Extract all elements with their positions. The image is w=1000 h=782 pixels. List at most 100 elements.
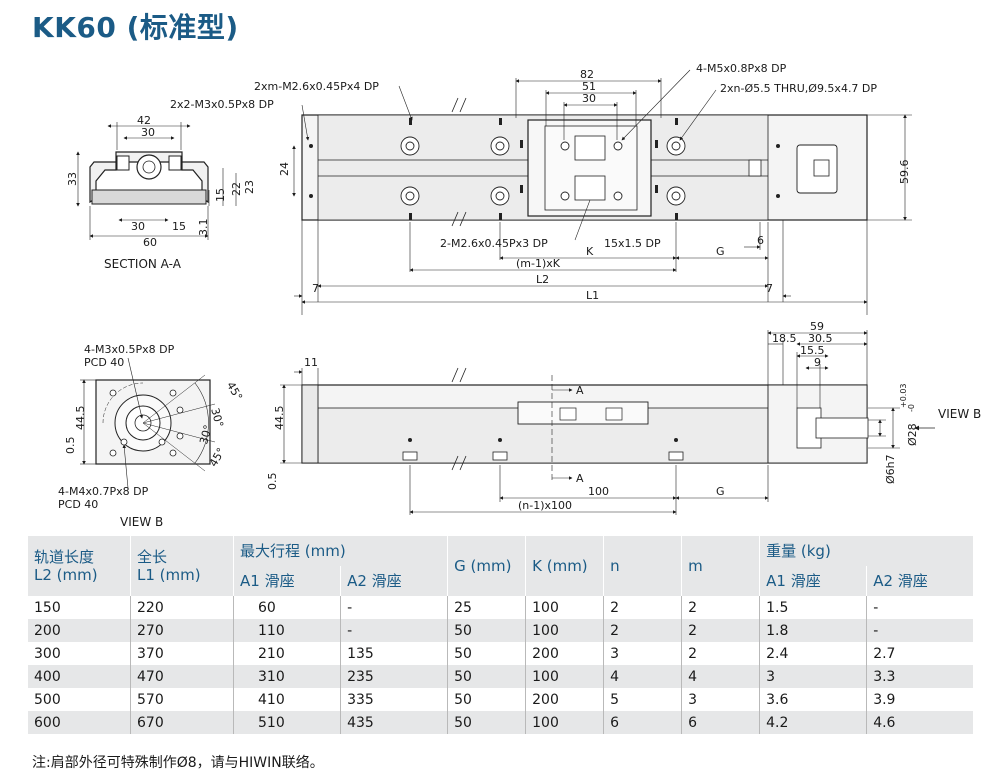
table-cell: 3.9 bbox=[866, 688, 973, 711]
table-cell: 3.3 bbox=[866, 665, 973, 688]
dim-n-1-100: (n-1)x100 bbox=[518, 499, 572, 512]
dim-11: 11 bbox=[304, 356, 318, 369]
table-cell: 200 bbox=[28, 619, 131, 642]
dim-l1: L1 bbox=[586, 289, 599, 302]
table-cell: 210 bbox=[232, 642, 341, 665]
callout-end-m3: 4-M3x0.5Px8 DP bbox=[84, 343, 175, 356]
header-n: n bbox=[603, 536, 682, 596]
table-cell: 335 bbox=[340, 688, 448, 711]
dim-g-top: G bbox=[716, 245, 725, 258]
table-cell: 200 bbox=[525, 642, 604, 665]
table-cell: 2 bbox=[603, 619, 682, 642]
table-cell: 570 bbox=[130, 688, 234, 711]
footnote: 注:肩部外径可特殊制作Ø8，请与HIWIN联络。 bbox=[32, 755, 324, 771]
page-title: KK60 (标准型) bbox=[32, 11, 239, 44]
table-cell: - bbox=[866, 619, 973, 642]
angle-45-top: 45° bbox=[224, 380, 245, 403]
table-cell: 2 bbox=[603, 596, 682, 619]
header-weight: 重量 (kg) bbox=[759, 536, 973, 566]
table-cell: 600 bbox=[28, 711, 131, 734]
spec-table: 轨道长度 L2 (mm) 全长 L1 (mm) 最大行程 (mm) G (mm)… bbox=[28, 536, 973, 734]
angle-30-top: 30° bbox=[208, 407, 226, 429]
table-cell: 150 bbox=[34, 599, 61, 616]
spec-table-container: 轨道长度 L2 (mm) 全长 L1 (mm) 最大行程 (mm) G (mm)… bbox=[28, 536, 973, 734]
header-g: G (mm) bbox=[447, 536, 526, 596]
dim-30-bottom: 30 bbox=[131, 220, 145, 233]
table-cell: 4.2 bbox=[759, 711, 867, 734]
technical-drawing: 42 30 33 15 22 23 30 15 3.1 60 SECTION A… bbox=[58, 62, 981, 529]
table-cell: 2.4 bbox=[759, 642, 867, 665]
table-cell: 2.7 bbox=[866, 642, 973, 665]
table-cell: 50 bbox=[447, 619, 526, 642]
table-cell: 310 bbox=[232, 665, 341, 688]
header-max-stroke: 最大行程 (mm) bbox=[232, 536, 448, 566]
callout-m5: 4-M5x0.8Px8 DP bbox=[696, 62, 787, 75]
section-mark-a-top: A bbox=[576, 384, 584, 397]
dim-9: 9 bbox=[814, 356, 821, 369]
table-cell: - bbox=[866, 596, 973, 619]
table-cell: 100 bbox=[525, 711, 604, 734]
table-cell: 270 bbox=[130, 619, 234, 642]
dim-22: 22 bbox=[230, 182, 243, 196]
dim-6: 6 bbox=[757, 234, 764, 247]
callout-slot: 15x1.5 DP bbox=[604, 237, 661, 250]
header-k: K (mm) bbox=[525, 536, 604, 596]
section-a-a-view: 42 30 33 15 22 23 30 15 3.1 60 SECTION A… bbox=[66, 114, 256, 271]
table-cell: 100 bbox=[525, 596, 604, 619]
side-view: A A 11 44.5 0.5 100 G (n-1)x100 59 18.5 … bbox=[266, 320, 981, 515]
dim-0-5-side: 0.5 bbox=[266, 473, 279, 491]
dim-l2: L2 bbox=[536, 273, 549, 286]
table-cell: 2 bbox=[681, 596, 760, 619]
callout-thru: 2xn-Ø5.5 THRU,Ø9.5x4.7 DP bbox=[720, 82, 877, 95]
table-cell: 50 bbox=[447, 711, 526, 734]
table-cell: 400 bbox=[28, 665, 131, 688]
table-cell: 135 bbox=[340, 642, 448, 665]
dim-15-vert: 15 bbox=[214, 188, 227, 202]
table-cell: 435 bbox=[340, 711, 448, 734]
section-mark-a-bottom: A bbox=[576, 472, 584, 485]
table-cell: 220 bbox=[130, 596, 234, 619]
header-m: m bbox=[681, 536, 760, 596]
dim-24: 24 bbox=[278, 162, 291, 176]
table-cell: 5 bbox=[603, 688, 682, 711]
dim-k: K bbox=[586, 245, 594, 258]
dim-28-dia: Ø28 bbox=[906, 423, 919, 446]
angle-30-bottom: 30° bbox=[197, 423, 215, 445]
table-cell: 1.5 bbox=[759, 596, 867, 619]
dim-15-bottom: 15 bbox=[172, 220, 186, 233]
table-cell: 4 bbox=[603, 665, 682, 688]
dim-33: 33 bbox=[66, 172, 79, 186]
dim-42: 42 bbox=[137, 114, 151, 127]
table-cell: 3 bbox=[603, 642, 682, 665]
table-cell: 6 bbox=[681, 711, 760, 734]
dim-7-left: 7 bbox=[312, 282, 319, 295]
table-cell: - bbox=[340, 619, 448, 642]
dim-30: 30 bbox=[141, 126, 155, 139]
table-cell: 2 bbox=[681, 619, 760, 642]
dim-7-right: 7 bbox=[766, 282, 773, 295]
end-view-b: 45° 30° 30° 45° 44.5 0.5 4-M3x0.5Px8 DP … bbox=[58, 343, 245, 529]
dim-3-1: 3.1 bbox=[197, 219, 210, 237]
header-stroke-a2: A2 滑座 bbox=[340, 566, 448, 596]
dim-30-top: 30 bbox=[582, 92, 596, 105]
table-cell: 3 bbox=[759, 665, 867, 688]
table-cell: 4 bbox=[681, 665, 760, 688]
dim-82: 82 bbox=[580, 68, 594, 81]
section-a-a-label: SECTION A-A bbox=[104, 257, 182, 271]
dim-23: 23 bbox=[243, 180, 256, 194]
view-b-label: VIEW B bbox=[120, 515, 163, 529]
callout-tap-m: 2xm-M2.6x0.45Px4 DP bbox=[254, 80, 379, 93]
header-weight-a1: A1 滑座 bbox=[759, 566, 867, 596]
dim-44-5-side: 44.5 bbox=[273, 406, 286, 431]
tol-minus: -0 bbox=[907, 404, 916, 412]
table-cell: 410 bbox=[232, 688, 341, 711]
table-cell: 500 bbox=[34, 691, 61, 708]
header-stroke-a1: A1 滑座 bbox=[232, 566, 341, 596]
table-cell: 1.8 bbox=[759, 619, 867, 642]
tol-plus: +0.03 bbox=[899, 383, 908, 408]
